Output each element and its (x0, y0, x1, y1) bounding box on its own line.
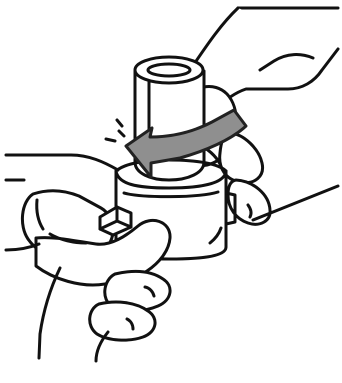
click-spark-icon (106, 120, 124, 141)
